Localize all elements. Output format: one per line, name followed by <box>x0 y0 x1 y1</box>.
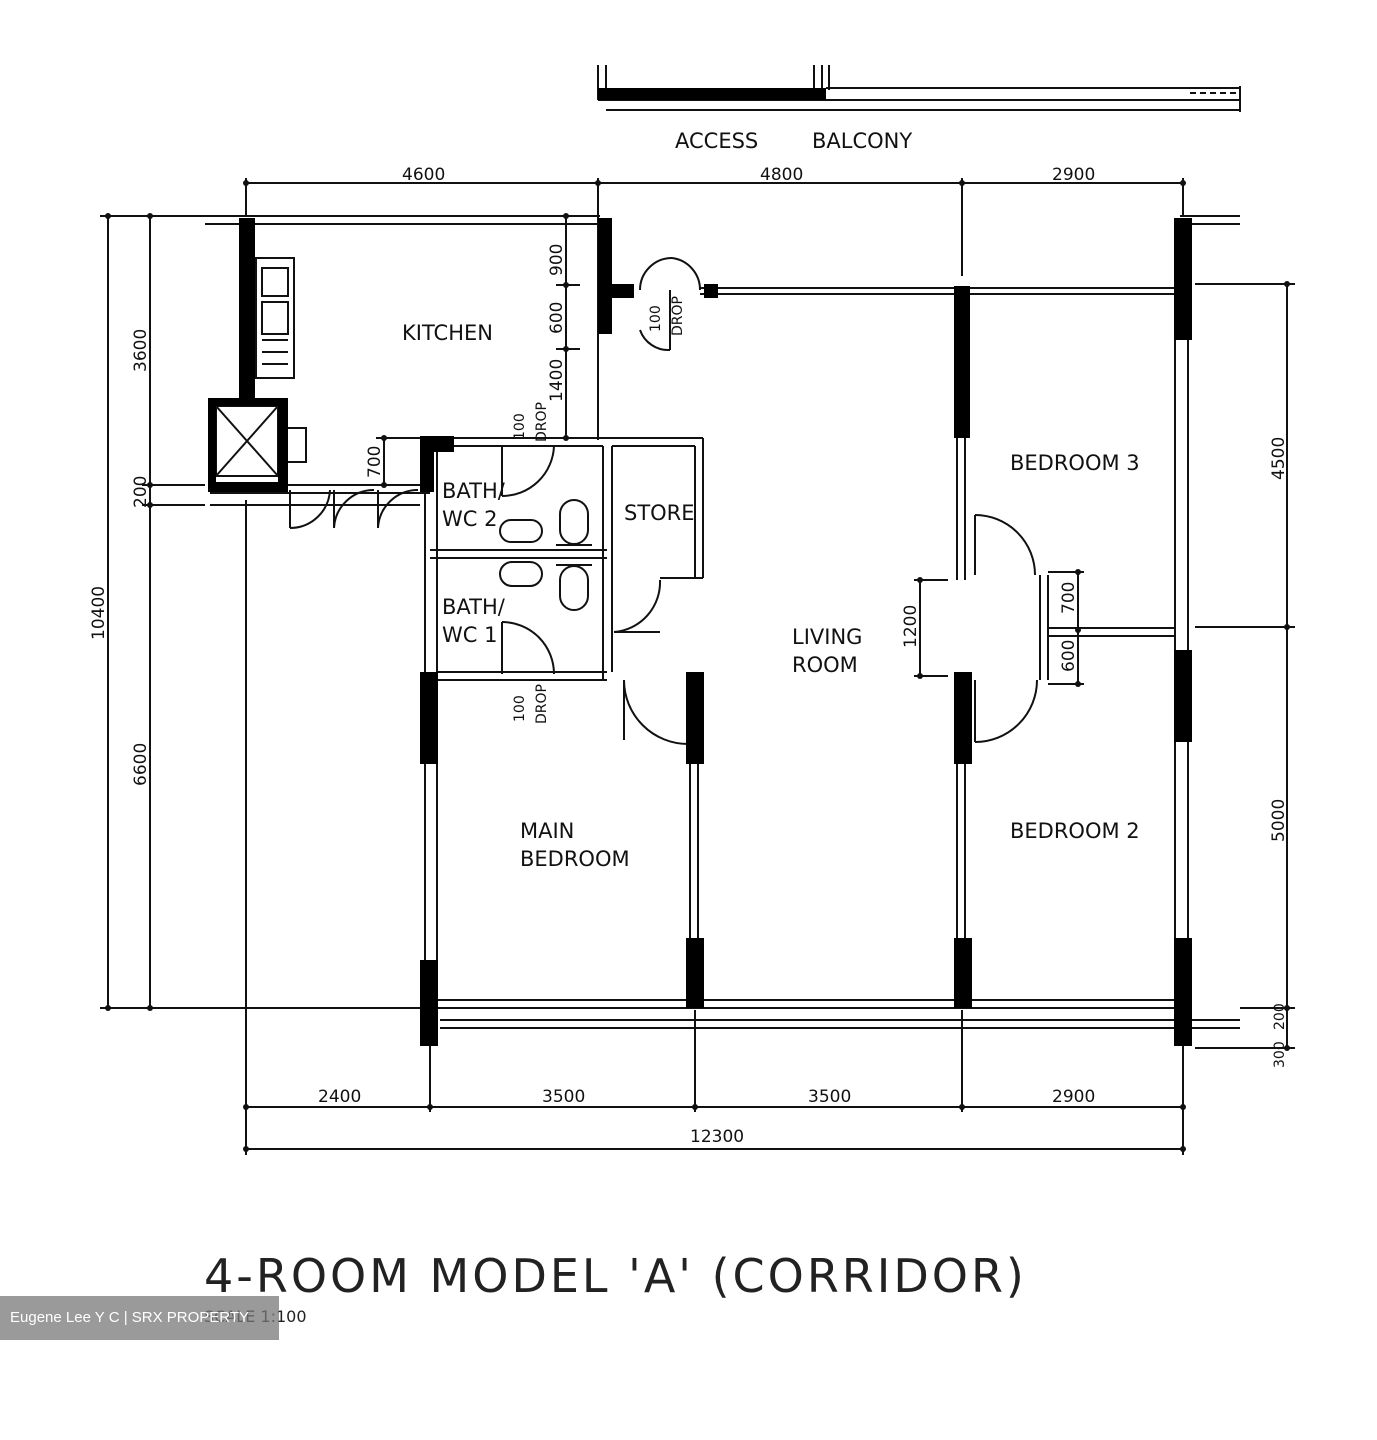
dim-right-1: 4500 <box>1269 437 1289 480</box>
watermark: Eugene Lee Y C | SRX PROPERTY <box>0 1296 279 1340</box>
room-label-store: STORE <box>624 501 695 525</box>
dim-overall: 12300 <box>690 1127 744 1147</box>
dim-left-overall: 10400 <box>89 586 109 640</box>
room-label-bath-wc1-line2: WC 1 <box>442 623 497 647</box>
dim-left-3: 6600 <box>131 743 151 786</box>
dim-top-3: 2900 <box>1052 165 1095 185</box>
dim-left-2: 200 <box>131 476 151 508</box>
structural-columns <box>208 88 1192 1046</box>
room-label-bedroom2: BEDROOM 2 <box>1010 819 1140 843</box>
dim-inner-600-right: 600 <box>1059 640 1079 672</box>
room-label-kitchen: KITCHEN <box>402 321 493 345</box>
drop-note-bath-wc2-value: 100 <box>512 413 528 440</box>
room-label-living-line2: ROOM <box>792 653 858 677</box>
room-label-bath-wc2-line1: BATH/ <box>442 479 506 503</box>
drop-note-kitchen-door: 100 DROP <box>648 296 686 336</box>
dim-left-1: 3600 <box>131 329 151 372</box>
access-label: ACCESS <box>675 129 758 153</box>
dim-right-2: 5000 <box>1269 799 1289 842</box>
dim-right-3: 200 <box>1272 1003 1288 1030</box>
dim-inner-1400: 1400 <box>547 359 567 402</box>
dim-bottom-2: 3500 <box>542 1087 585 1107</box>
drop-note-bath-wc2-text: DROP <box>534 402 550 442</box>
dim-right-4: 300 <box>1272 1041 1288 1068</box>
drop-note-bath-wc1-value: 100 <box>512 695 528 722</box>
drop-note-kitchen-door-value: 100 <box>648 305 664 332</box>
room-label-bath-wc1-line1: BATH/ <box>442 595 506 619</box>
drop-note-bath-wc1: 100 DROP <box>512 684 550 724</box>
drop-note-bath-wc2: 100 DROP <box>512 402 550 442</box>
dim-inner-1200: 1200 <box>901 605 921 648</box>
dim-bottom-1: 2400 <box>318 1087 361 1107</box>
dim-top-2: 4800 <box>760 165 803 185</box>
drop-note-bath-wc1-text: DROP <box>534 684 550 724</box>
dim-inner-700-right: 700 <box>1059 582 1079 614</box>
dim-top-1: 4600 <box>402 165 445 185</box>
plan-title: 4-ROOM MODEL 'A' (CORRIDOR) <box>204 1249 1027 1303</box>
room-label-bedroom3: BEDROOM 3 <box>1010 451 1140 475</box>
balcony-label: BALCONY <box>812 129 912 153</box>
room-label-main-bedroom-line2: BEDROOM <box>520 847 630 871</box>
dim-bottom-3: 3500 <box>808 1087 851 1107</box>
room-label-living-line1: LIVING <box>792 625 862 649</box>
dim-inner-700-left: 700 <box>365 446 385 478</box>
dimension-ticks <box>105 180 1290 1152</box>
dim-inner-600: 600 <box>547 302 567 334</box>
room-label-main-bedroom-line1: MAIN <box>520 819 574 843</box>
room-label-bath-wc2-line2: WC 2 <box>442 507 497 531</box>
drop-note-kitchen-door-text: DROP <box>670 296 686 336</box>
dim-bottom-4: 2900 <box>1052 1087 1095 1107</box>
dim-inner-900: 900 <box>547 244 567 276</box>
